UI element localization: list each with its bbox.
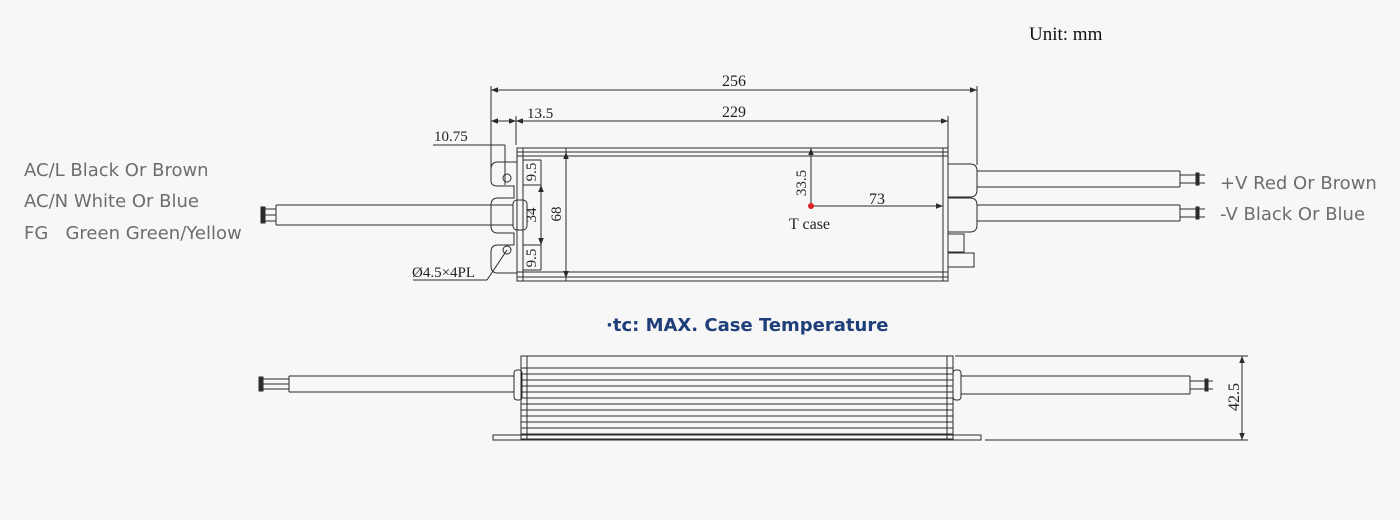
tcase-point [808,203,814,209]
mounting-hole [502,245,512,255]
dim-flange-offset: 10.75 [434,129,468,145]
dim-overall-length: 256 [722,73,746,90]
wire-label-vminus: -V Black Or Blue [1220,204,1366,225]
hole-spec-label: Ø4.5×4PL [412,265,475,281]
dim-tcase-vertical: 33.5 [794,170,810,196]
dim-tcase-horizontal: 73 [869,191,885,208]
top-view [260,86,1205,282]
unit-label: Unit: mm [1029,24,1103,45]
dim-hole-bottom: 9.5 [524,249,540,268]
dim-hole-mid: 34 [524,207,540,223]
tcase-label: T case [789,216,830,233]
top-body-outline [516,147,949,282]
caption-max-case-temperature: ·tc: MAX. Case Temperature [606,315,889,336]
left-flange [490,161,517,274]
dim-hole-top: 9.5 [524,163,540,182]
dim-width: 68 [549,207,565,222]
wire-label-acl: AC/L Black Or Brown [24,160,209,181]
wire-label-vplus: +V Red Or Brown [1220,173,1377,194]
side-view [258,355,1248,441]
wire-label-acn: AC/N White Or Blue [24,191,199,212]
mounting-hole [502,173,512,183]
dim-body-length: 229 [722,104,746,121]
wire-label-fg: FG Green Green/Yellow [24,223,242,244]
dim-end-offset: 13.5 [527,106,553,122]
dim-height: 42.5 [1226,383,1243,411]
